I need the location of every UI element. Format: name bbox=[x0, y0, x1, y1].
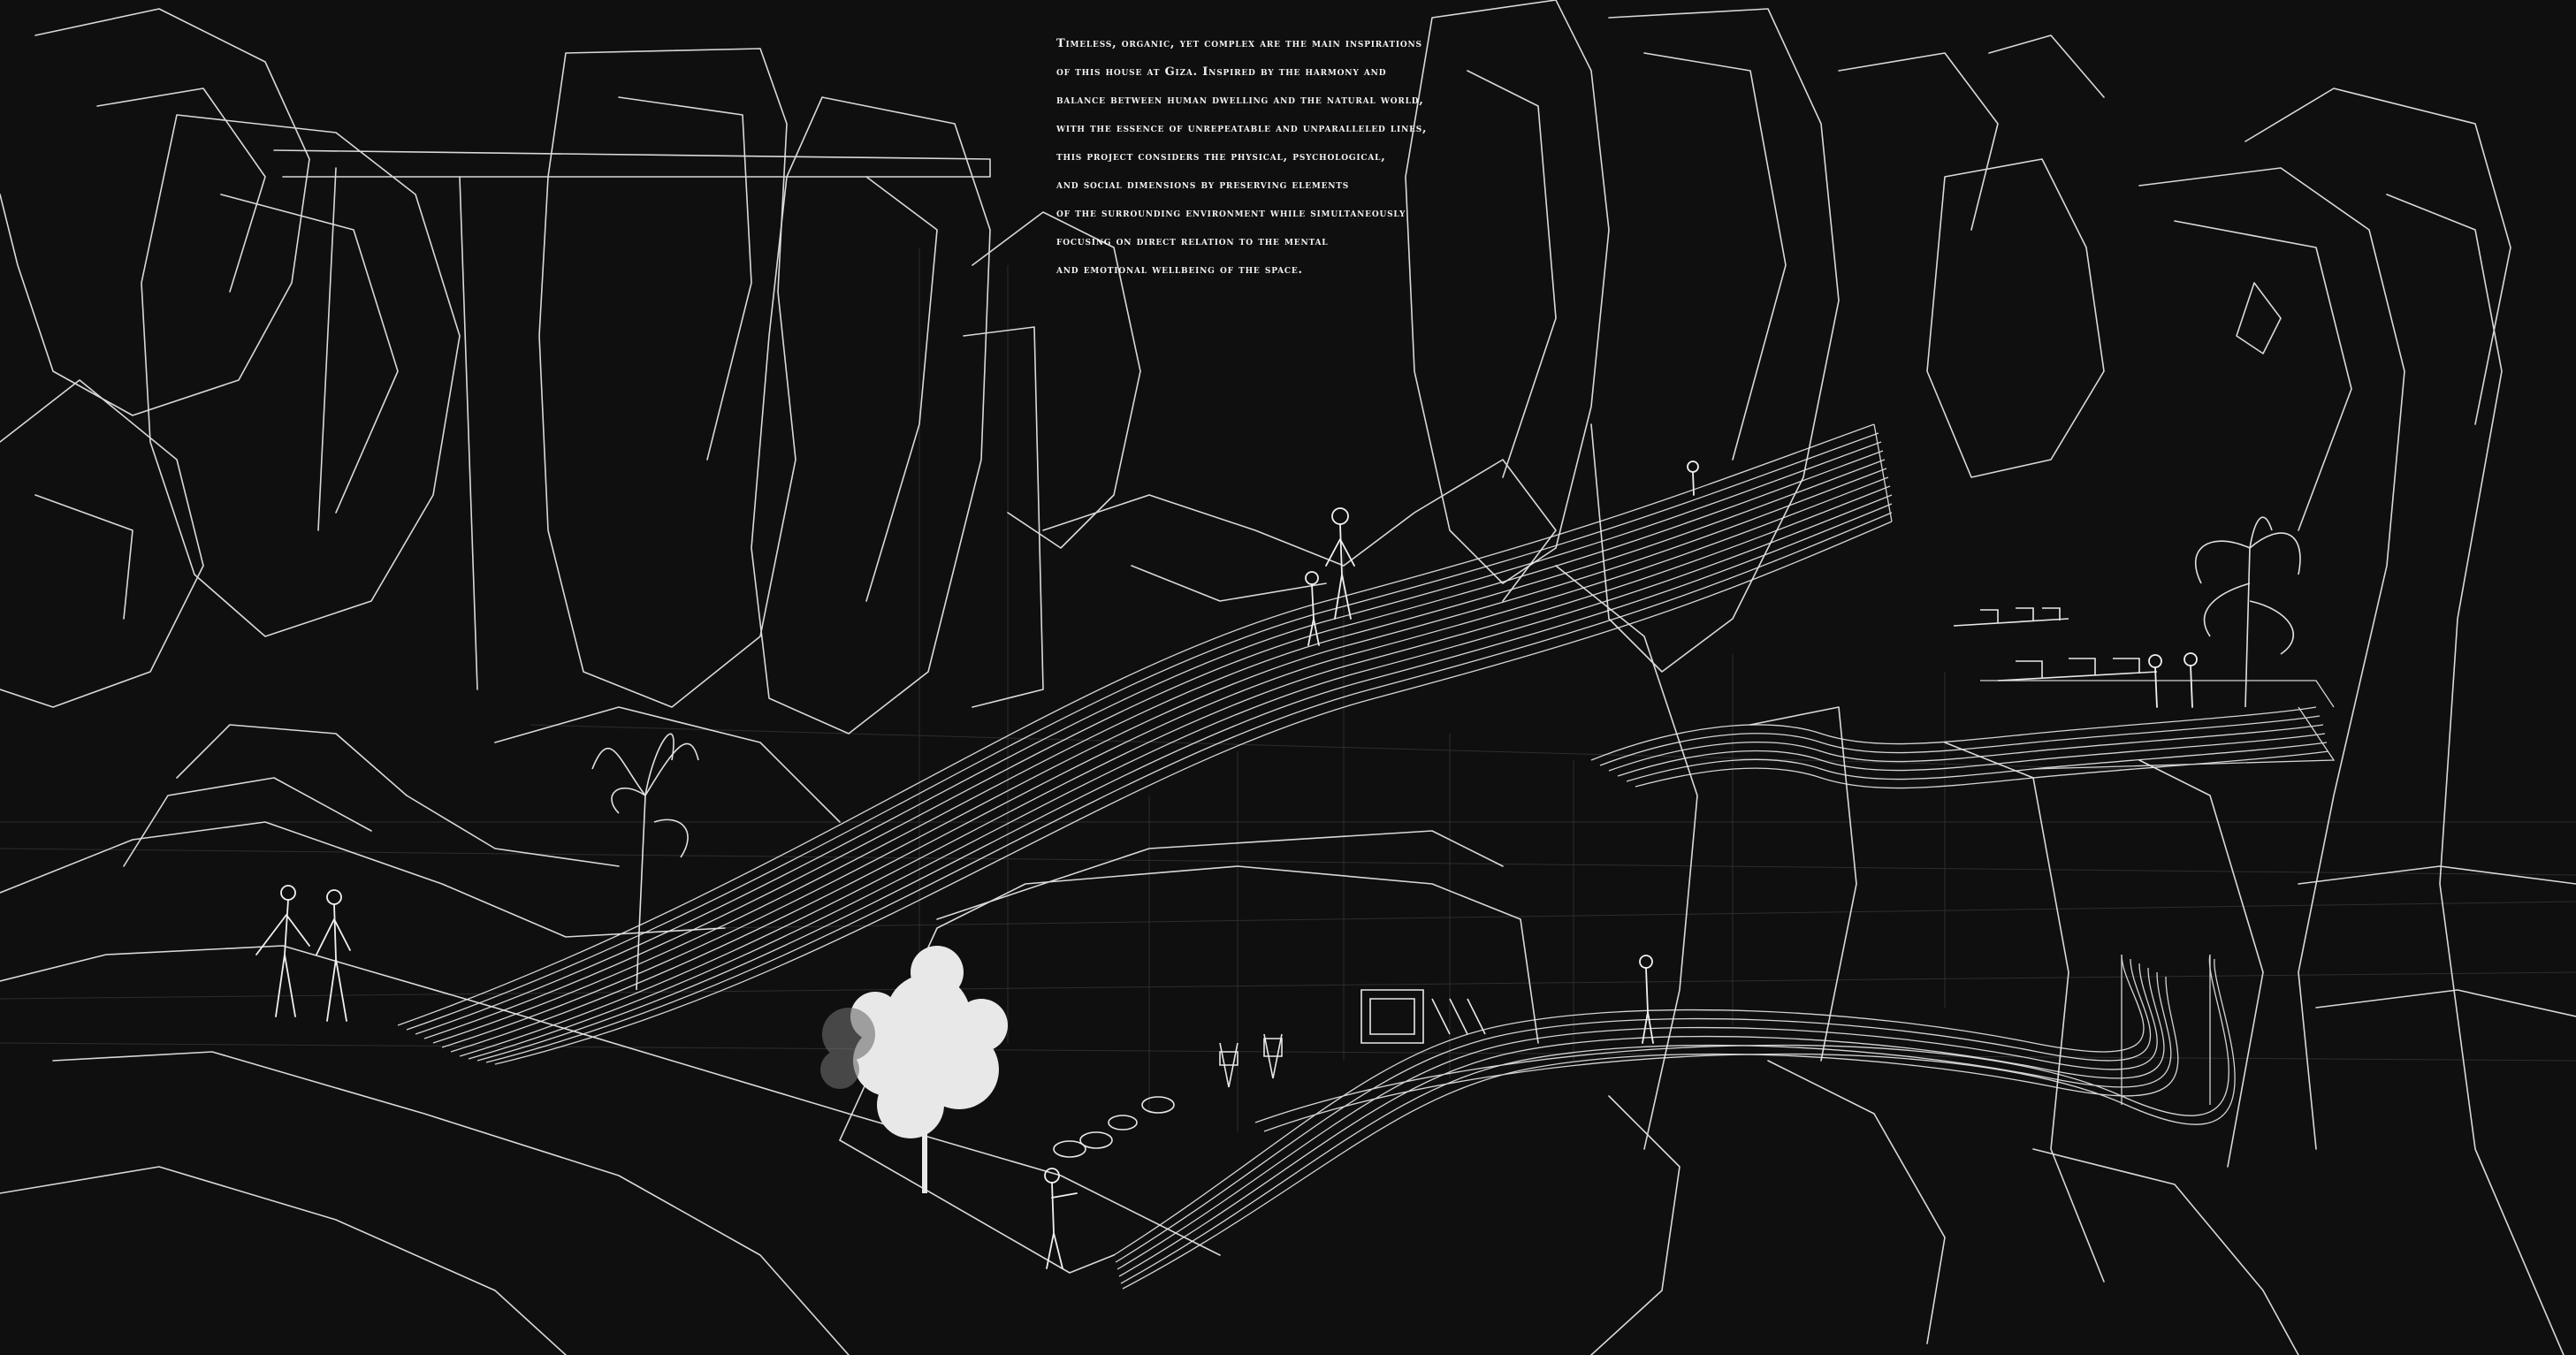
statement-line: with the essence of unrepeatable and unp… bbox=[1056, 122, 1428, 135]
project-statement: Timeless, organic, yet complex are the m… bbox=[1056, 34, 1428, 288]
statement-line: and social dimensions by preserving elem… bbox=[1056, 179, 1350, 192]
palm-right bbox=[2195, 516, 2301, 708]
statement-line: of this house at Giza. Inspired by the h… bbox=[1056, 65, 1387, 79]
lower-ribbon-ramp bbox=[1113, 954, 2236, 1290]
statement-line: of the surrounding environment while sim… bbox=[1056, 207, 1406, 220]
shelving bbox=[1953, 607, 2158, 681]
palm-left bbox=[591, 733, 699, 991]
tree-illustration bbox=[850, 946, 1008, 1193]
construction-grid bbox=[0, 247, 2576, 1131]
people bbox=[255, 461, 2198, 1269]
statement-line: Timeless, organic, yet complex are the m… bbox=[1056, 37, 1422, 50]
studio-objects bbox=[1053, 989, 1486, 1158]
statement-line: and emotional wellbeing of the space. bbox=[1056, 263, 1303, 277]
upper-right-platform bbox=[1590, 680, 2336, 789]
upper-ribbon-ramp bbox=[397, 423, 1893, 1065]
statement-line: balance between human dwelling and the n… bbox=[1056, 94, 1424, 107]
statement-line: focusing on direct relation to the menta… bbox=[1056, 235, 1329, 248]
statement-line: this project considers the physical, psy… bbox=[1056, 150, 1386, 164]
tree-shadow bbox=[820, 1008, 875, 1089]
